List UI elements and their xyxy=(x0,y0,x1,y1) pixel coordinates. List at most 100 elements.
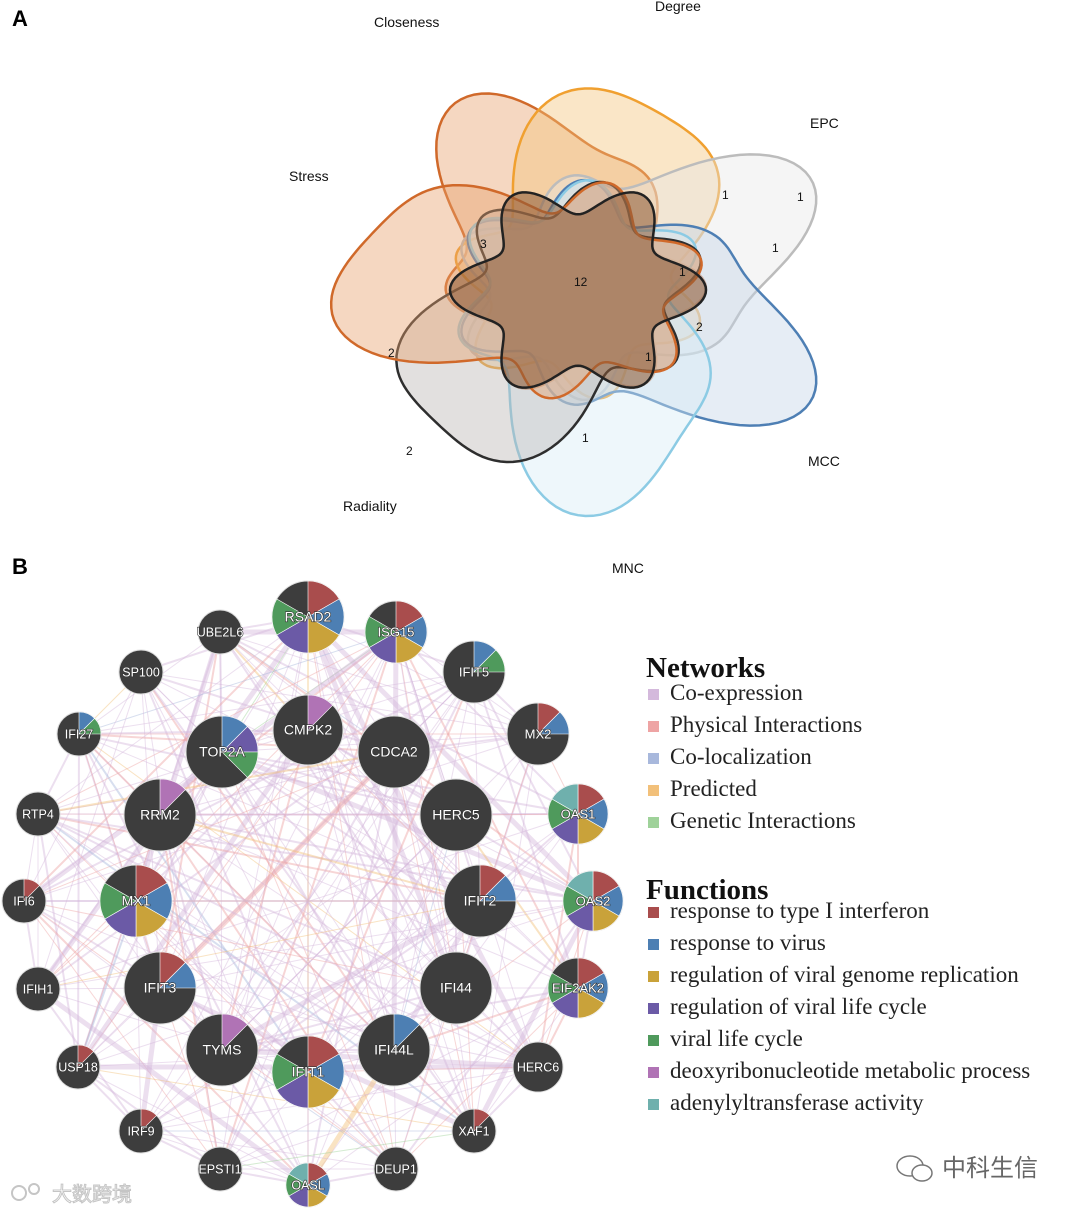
network-edge xyxy=(75,728,311,1069)
gene-node-rrm2[interactable]: RRM2 xyxy=(123,778,197,852)
network-edge xyxy=(393,751,457,989)
network-edge xyxy=(77,733,80,1068)
gene-node-oasl[interactable]: OASL xyxy=(285,1162,331,1208)
network-edge xyxy=(140,900,481,1132)
gene-node-herc5[interactable]: HERC5 xyxy=(419,778,493,852)
legend-label: Predicted xyxy=(670,776,757,801)
gene-node-ifit5[interactable]: IFIT5 xyxy=(442,640,506,704)
legend-label: regulation of viral genome replication xyxy=(670,962,1019,987)
network-edge xyxy=(221,729,309,1051)
venn-label-mcc: MCC xyxy=(808,453,840,469)
gene-node-herc6[interactable]: HERC6 xyxy=(512,1041,564,1093)
network-edge xyxy=(473,671,594,902)
gene-node-mx1[interactable]: MX1 xyxy=(99,864,173,938)
gene-node-tyms[interactable]: TYMS xyxy=(185,1013,259,1087)
gene-node-ifit2[interactable]: IFIT2 xyxy=(443,864,517,938)
gene-node-label: OAS1 xyxy=(561,806,596,821)
gene-node-ifit1[interactable]: IFIT1 xyxy=(271,1035,345,1109)
gene-node-epsti1[interactable]: EPSTI1 xyxy=(197,1146,243,1192)
network-edge xyxy=(159,814,397,1170)
gene-node-deup1[interactable]: DEUP1 xyxy=(373,1146,419,1192)
gene-node-mx2[interactable]: MX2 xyxy=(506,702,570,766)
gene-node-pie-slice xyxy=(393,1013,420,1051)
gene-node-ifi6[interactable]: IFI6 xyxy=(1,878,47,924)
network-edge xyxy=(140,1066,539,1132)
network-edge xyxy=(307,733,539,1073)
gene-node-rtp4[interactable]: RTP4 xyxy=(15,791,61,837)
gene-node-eif2ak2[interactable]: EIF2AK2 xyxy=(547,957,609,1019)
venn-diagram: ClosenessDegreeEPCMCCMNCRadialityStress1… xyxy=(289,0,840,576)
gene-node-circle xyxy=(419,951,493,1025)
gene-node-label: TYMS xyxy=(203,1042,242,1058)
network-edge xyxy=(221,751,481,902)
network-edge xyxy=(221,987,457,1051)
network-edge xyxy=(37,616,309,815)
gene-node-label: TOP2A xyxy=(199,744,245,760)
network-edge xyxy=(23,751,223,902)
gene-node-label: IRF9 xyxy=(127,1124,154,1138)
network-edge xyxy=(159,616,309,989)
network-edge xyxy=(140,814,457,1132)
network-edge xyxy=(37,813,397,1170)
network-edge xyxy=(23,671,142,902)
network-edge xyxy=(23,616,309,902)
gene-node-ube2l6[interactable]: UBE2L6 xyxy=(196,609,244,655)
venn-count-epc-only: 1 xyxy=(797,190,804,204)
network-edge xyxy=(221,751,457,816)
gene-node-label: IFI44L xyxy=(374,1042,414,1058)
network-edge xyxy=(221,751,395,1051)
gene-node-pie-slice xyxy=(566,870,594,902)
gene-node-sp100[interactable]: SP100 xyxy=(118,649,164,695)
gene-node-ifi44l[interactable]: IFI44L xyxy=(357,1013,431,1087)
gene-node-ifih1[interactable]: IFIH1 xyxy=(15,966,61,1012)
legend-label: Co-expression xyxy=(670,680,803,705)
gene-node-irf9[interactable]: IRF9 xyxy=(118,1108,164,1154)
gene-node-pie-slice xyxy=(307,694,334,731)
network-edge xyxy=(78,671,475,735)
gene-node-pie-slice xyxy=(23,878,41,902)
legend-swatch xyxy=(648,817,659,828)
network-edge xyxy=(77,1066,309,1186)
network-edge xyxy=(159,814,223,1051)
network-edge xyxy=(221,751,395,1051)
gene-node-cmpk2[interactable]: CMPK2 xyxy=(272,694,344,766)
network-edge xyxy=(395,631,481,902)
gene-node-oas1[interactable]: OAS1 xyxy=(547,783,609,845)
gene-node-label: IFIH1 xyxy=(23,982,54,996)
network-edge xyxy=(221,751,397,1170)
gene-node-xaf1[interactable]: XAF1 xyxy=(451,1108,497,1154)
network-edge xyxy=(23,900,457,989)
network-edge xyxy=(307,671,475,1073)
gene-node-circle xyxy=(373,1146,419,1192)
gene-node-circle xyxy=(118,649,164,695)
functions-legend-title: Functions xyxy=(646,874,768,906)
network-edge xyxy=(219,631,397,1170)
legend-label: response to virus xyxy=(670,930,826,955)
gene-node-pie-slice xyxy=(271,598,309,636)
gene-node-label: HERC6 xyxy=(517,1060,559,1074)
gene-node-label: OAS2 xyxy=(576,893,611,908)
gene-node-rsad2[interactable]: RSAD2 xyxy=(271,580,345,654)
legend-label: viral life cycle xyxy=(670,1026,803,1051)
functions-legend-item: adenylyltransferase activity xyxy=(648,1090,924,1115)
gene-node-ifi27[interactable]: IFI27 xyxy=(56,711,102,757)
network-edge xyxy=(307,616,475,1132)
gene-node-pie-slice xyxy=(159,962,197,989)
gene-node-ifit3[interactable]: IFIT3 xyxy=(123,951,197,1025)
watermark-right-text: 中科生信 xyxy=(942,1154,1038,1182)
network-edge xyxy=(393,671,475,1051)
network-edge xyxy=(219,813,579,1170)
gene-node-oas2[interactable]: OAS2 xyxy=(562,870,624,932)
network-edge xyxy=(140,671,539,735)
network-edge xyxy=(23,900,221,1170)
gene-node-usp18[interactable]: USP18 xyxy=(55,1044,101,1090)
network-edge xyxy=(393,900,594,1051)
gene-node-top2a[interactable]: TOP2A xyxy=(185,715,259,789)
gene-node-cdca2[interactable]: CDCA2 xyxy=(357,715,431,789)
network-edge xyxy=(37,813,457,816)
network-edge xyxy=(473,733,539,1132)
gene-node-label: MX1 xyxy=(122,893,151,909)
gene-node-isg15[interactable]: ISG15 xyxy=(364,600,428,664)
gene-node-ifi44[interactable]: IFI44 xyxy=(419,951,493,1025)
